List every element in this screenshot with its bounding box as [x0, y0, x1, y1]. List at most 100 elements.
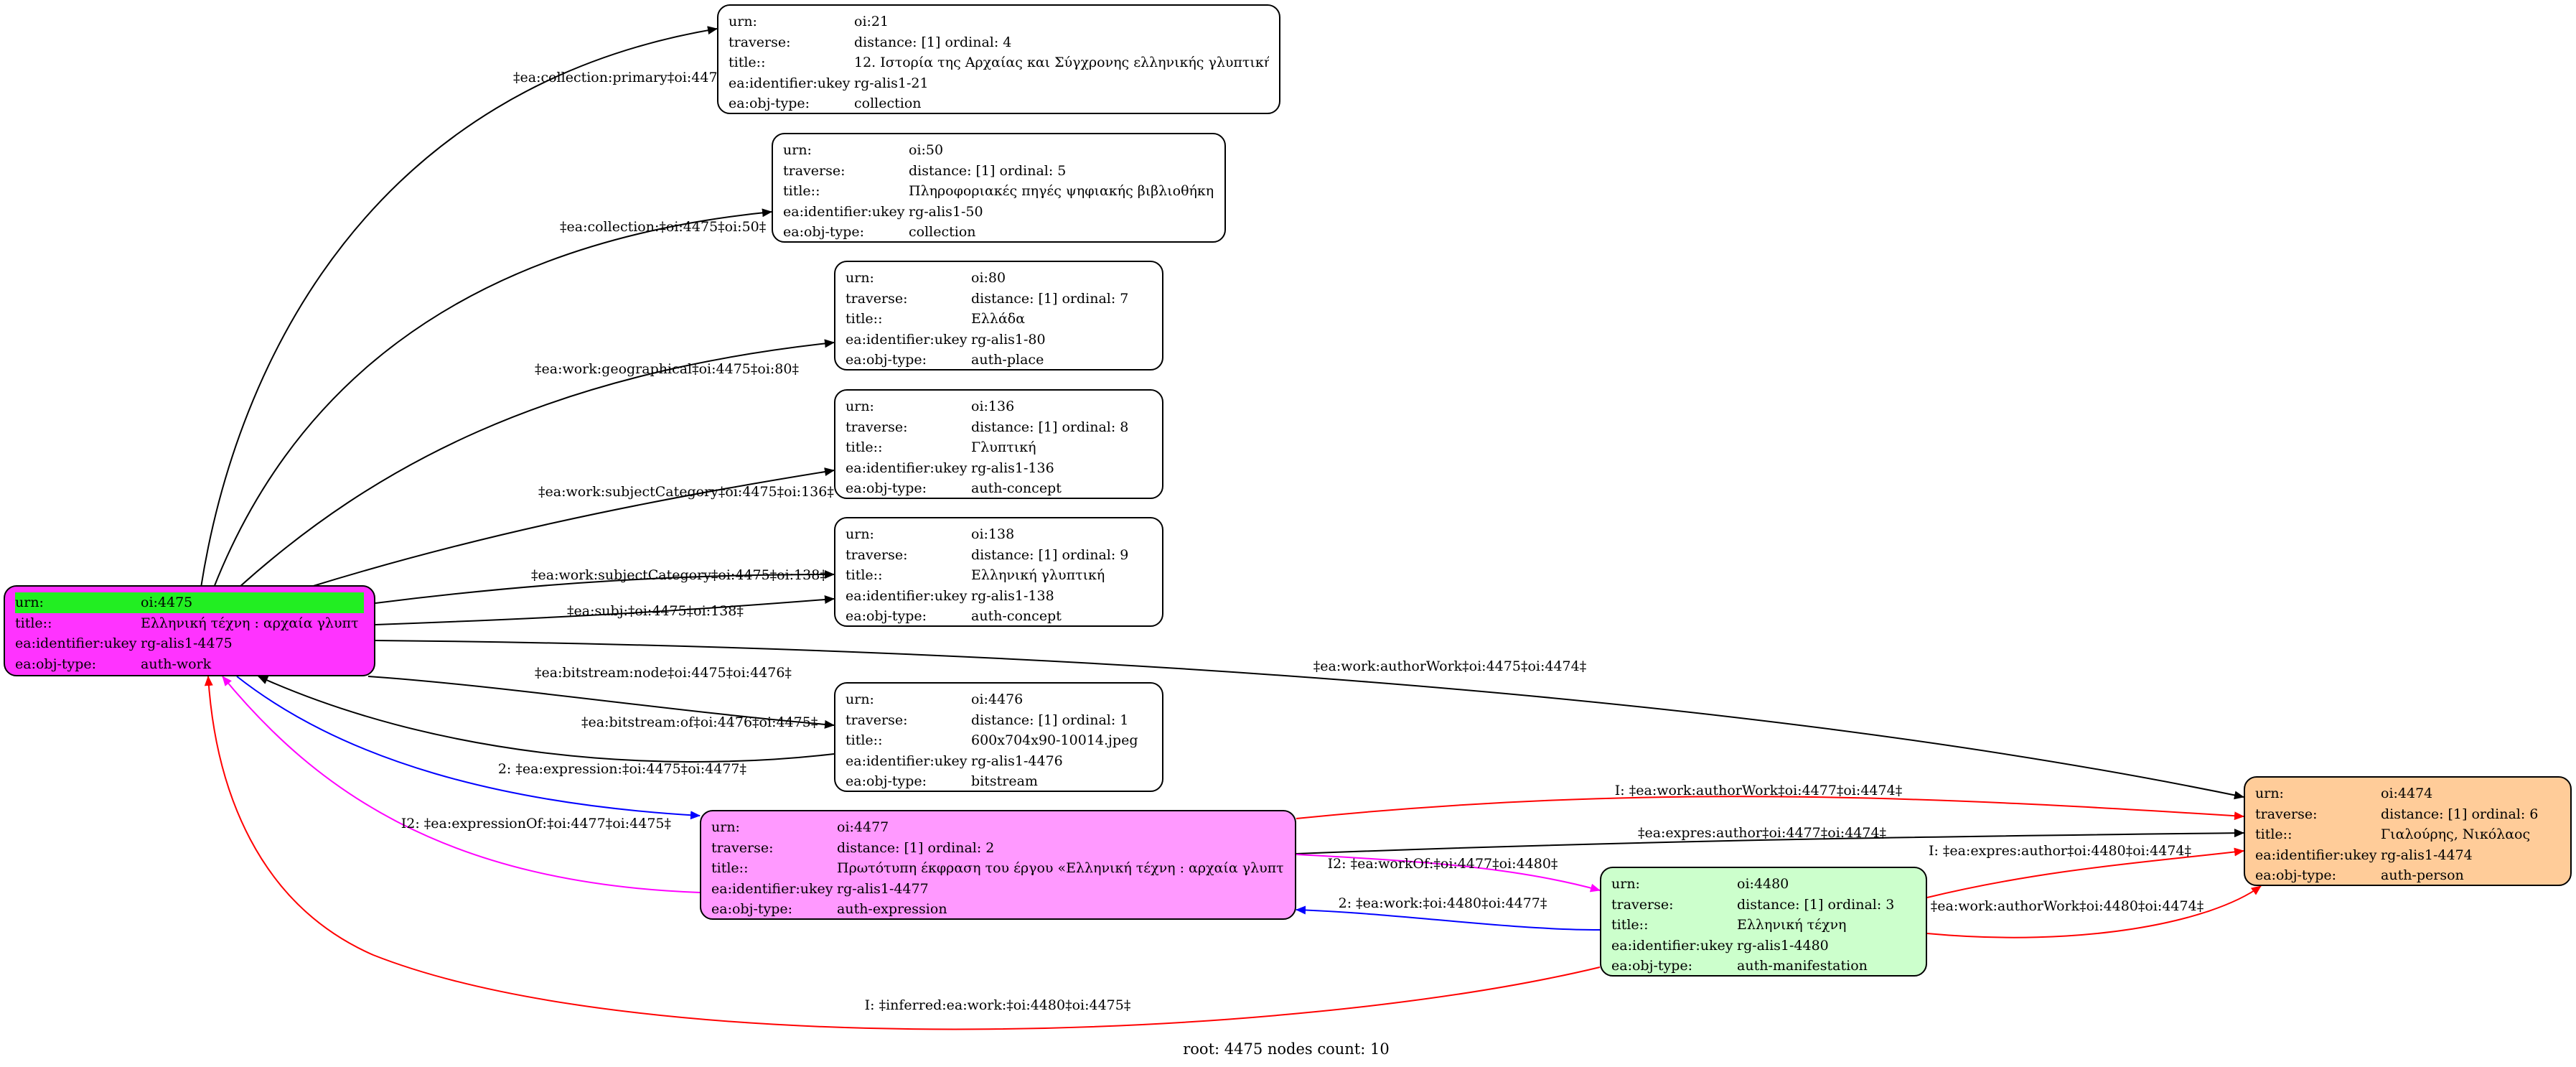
field-key: title::: [711, 860, 749, 876]
edge-14: [1296, 905, 1601, 931]
field-key: ea:identifier:ukey: [846, 331, 968, 348]
node-field-row: ea:obj-type:auth-manifestation: [1611, 956, 1916, 977]
field-key: traverse:: [1611, 896, 1674, 913]
edge-label-13: I2: ‡ea:workOf:‡oi:4477‡oi:4480‡: [1328, 856, 1558, 872]
edge-0: [200, 26, 718, 588]
field-key: urn:: [846, 399, 874, 414]
node-field-row: traverse:distance: [1] ordinal: 7: [846, 289, 1152, 309]
field-key: title::: [729, 55, 766, 70]
field-key: title::: [1611, 917, 1649, 933]
field-value: Γιαλούρης, Νικόλαος: [2381, 826, 2531, 842]
field-value: distance: [1] ordinal: 3: [1737, 896, 1895, 913]
field-value: 12. Ιστορία της Αρχαίας και Σύγχρονης ελ…: [854, 55, 1269, 70]
node-field-row: ea:obj-type: bitstream: [846, 771, 1152, 792]
edge-6: [375, 640, 2244, 800]
field-value: rg-alis1-4476: [971, 753, 1063, 769]
field-key: ea:identifier:ukey: [846, 587, 968, 604]
node-field-row: urn:oi:21: [729, 11, 1269, 32]
field-key: title::: [2255, 826, 2292, 842]
field-value: rg-alis1-50: [909, 203, 983, 220]
field-value: 600x704x90-10014.jpeg: [971, 732, 1138, 748]
edge-17: [204, 676, 1601, 1030]
node-field-row: title::Πληροφοριακές πηγές ψηφιακής βιβλ…: [783, 181, 1214, 202]
field-value: oi:4480: [1737, 876, 1789, 892]
field-key: ea:identifier:ukey: [846, 753, 968, 769]
node-field-row: ea:obj-type: auth-work: [15, 654, 364, 675]
field-key: ea:identifier:ukey: [729, 75, 851, 91]
edge-9: [236, 676, 701, 820]
field-value: rg-alis1-138: [971, 587, 1054, 604]
field-value: rg-alis1-4480: [1737, 937, 1829, 954]
field-key: ea:obj-type:: [15, 656, 97, 672]
node-field-row: traverse:distance: [1] ordinal: 4: [729, 32, 1269, 53]
field-key: ea:obj-type:: [846, 773, 927, 789]
field-key: ea:identifier:ukey: [711, 880, 833, 897]
edge-label-3: ‡ea:work:subjectCategory‡oi:4475‡oi:136‡: [538, 484, 834, 500]
node-field-row: urn:oi:138: [846, 524, 1152, 545]
edge-8: [258, 676, 835, 763]
field-value: auth-work: [141, 656, 212, 672]
field-value: auth-expression: [837, 901, 947, 917]
field-value: distance: [1] ordinal: 4: [854, 34, 1012, 50]
field-value: rg-alis1-136: [971, 460, 1054, 476]
node-field-row: ea:obj-type:auth-concept: [846, 606, 1152, 627]
field-value: rg-alis1-4475: [141, 635, 233, 651]
field-key: urn:: [729, 14, 757, 29]
field-value: rg-alis1-4477: [837, 880, 929, 897]
node-field-row: title::12. Ιστορία της Αρχαίας και Σύγχρ…: [729, 52, 1269, 73]
field-value: bitstream: [971, 773, 1038, 789]
field-key: traverse:: [783, 162, 846, 179]
field-key: traverse:: [846, 546, 908, 563]
field-value: rg-alis1-21: [854, 75, 929, 91]
edge-label-0: ‡ea:collection:primary‡oi:4475‡oi:21‡: [513, 70, 774, 85]
node-field-row: traverse:distance: [1] ordinal: 1: [846, 710, 1152, 731]
field-key: urn:: [15, 595, 44, 610]
field-key: ea:obj-type:: [729, 95, 810, 111]
edge-label-5: ‡ea:subj:‡oi:4475‡oi:138‡: [567, 603, 744, 619]
field-value: collection: [854, 95, 922, 111]
node-field-row: urn:oi:80: [846, 268, 1152, 289]
field-key: title::: [846, 567, 883, 583]
field-key: ea:obj-type:: [1611, 958, 1693, 974]
edge-13: [1296, 854, 1601, 893]
field-key: ea:identifier:ukey: [783, 203, 905, 220]
field-value: auth-place: [971, 352, 1044, 368]
edge-1: [213, 208, 772, 588]
node-field-row: ea:obj-type:auth-place: [846, 350, 1152, 371]
field-key: urn:: [846, 526, 874, 542]
edge-label-9: 2: ‡ea:expression:‡oi:4475‡oi:4477‡: [498, 761, 746, 777]
field-key: traverse:: [711, 839, 774, 856]
node-field-row: traverse:distance: [1] ordinal: 6: [2255, 804, 2560, 825]
field-value: distance: [1] ordinal: 9: [971, 546, 1129, 563]
node-field-row: urn:oi:4480: [1611, 874, 1916, 895]
field-value: distance: [1] ordinal: 1: [971, 712, 1129, 728]
field-value: Ελληνική τέχνη: [1737, 917, 1847, 933]
field-key: title::: [846, 732, 883, 748]
edge-15: [1926, 847, 2244, 898]
node-field-row: traverse:distance: [1] ordinal: 8: [846, 417, 1152, 438]
node-field-row: ea:obj-type:auth-concept: [846, 478, 1152, 499]
field-key: ea:obj-type:: [783, 224, 865, 240]
node-field-row: title::600x704x90-10014.jpeg: [846, 730, 1152, 751]
edge-11: [1296, 796, 2244, 821]
field-key: urn:: [783, 142, 812, 158]
edge-label-16: I: ‡ea:work:authorWork‡oi:4480‡oi:4474‡: [1916, 898, 2203, 914]
field-value: oi:4474: [2381, 786, 2433, 801]
field-key: urn:: [846, 270, 874, 286]
node-field-row: title::Ελληνική γλυπτική: [846, 565, 1152, 586]
